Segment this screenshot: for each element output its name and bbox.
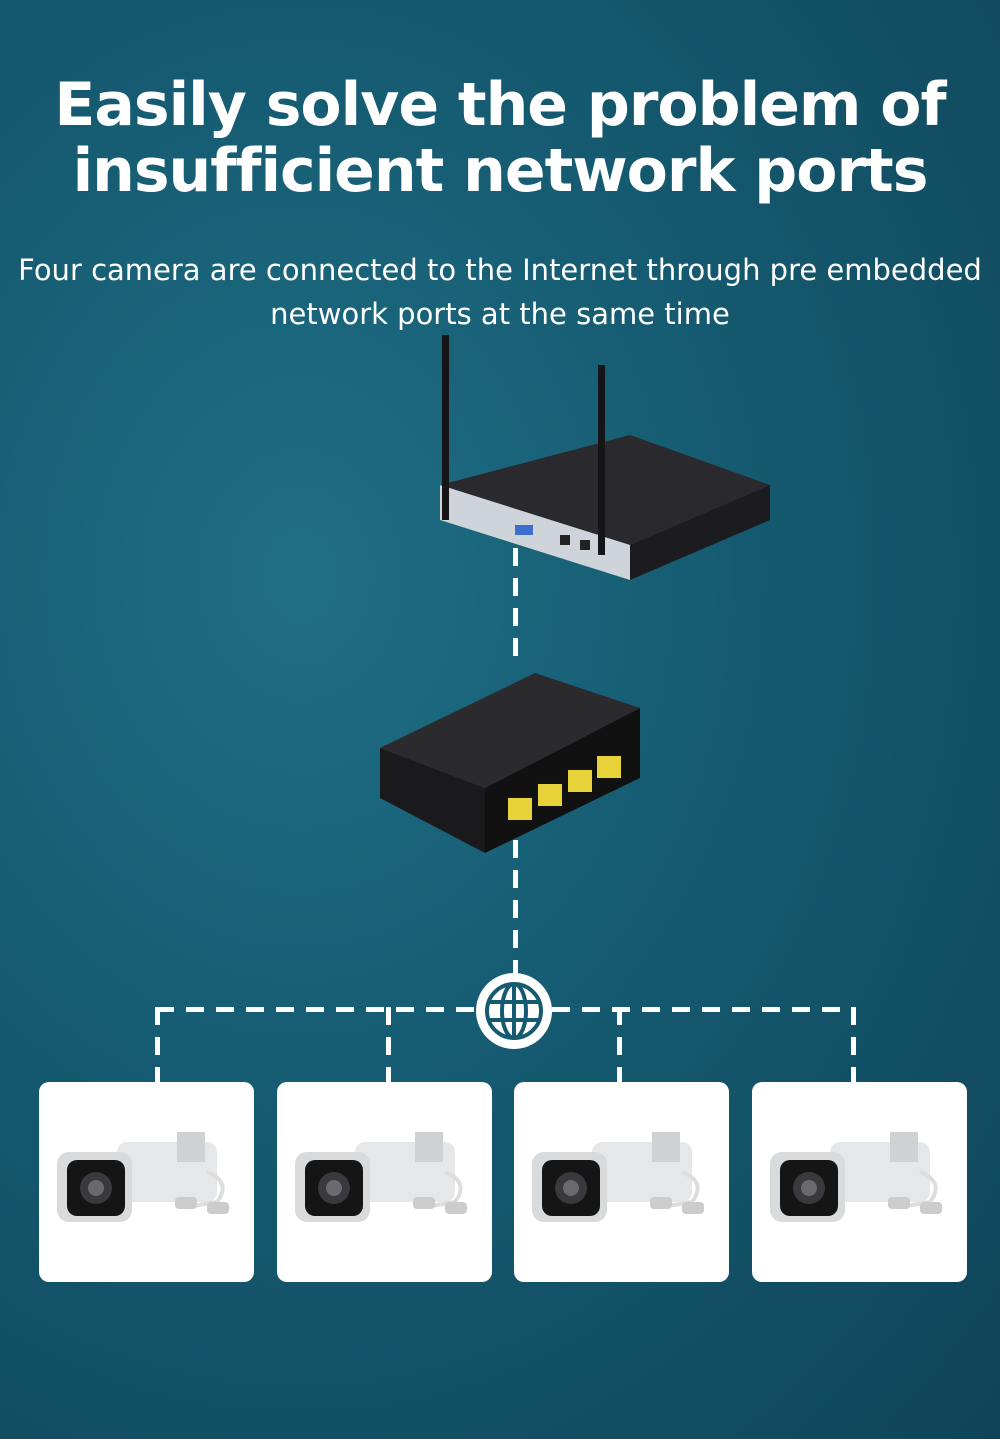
- camera-card-4: [752, 1082, 967, 1282]
- connector-line: [156, 1007, 476, 1012]
- camera-image: [770, 1132, 955, 1246]
- nvr-device-image: [440, 335, 770, 580]
- connector-line: [851, 1007, 856, 1082]
- connector-line: [155, 1007, 160, 1082]
- camera-image: [295, 1132, 480, 1246]
- camera-card-3: [514, 1082, 729, 1282]
- headline: Easily solve the problem of insufficient…: [54, 70, 946, 206]
- camera-card-1: [39, 1082, 254, 1282]
- connector-line: [386, 1007, 391, 1082]
- connector-line: [617, 1007, 622, 1082]
- connector-line: [552, 1007, 856, 1012]
- globe-icon: [476, 973, 552, 1049]
- camera-image: [532, 1132, 717, 1246]
- camera-image: [57, 1132, 242, 1246]
- connector-line: [513, 548, 518, 666]
- subtitle: Four camera are connected to the Interne…: [18, 253, 982, 331]
- connector-line: [513, 840, 518, 975]
- camera-card-2: [277, 1082, 492, 1282]
- splitter-device-image: [380, 673, 640, 853]
